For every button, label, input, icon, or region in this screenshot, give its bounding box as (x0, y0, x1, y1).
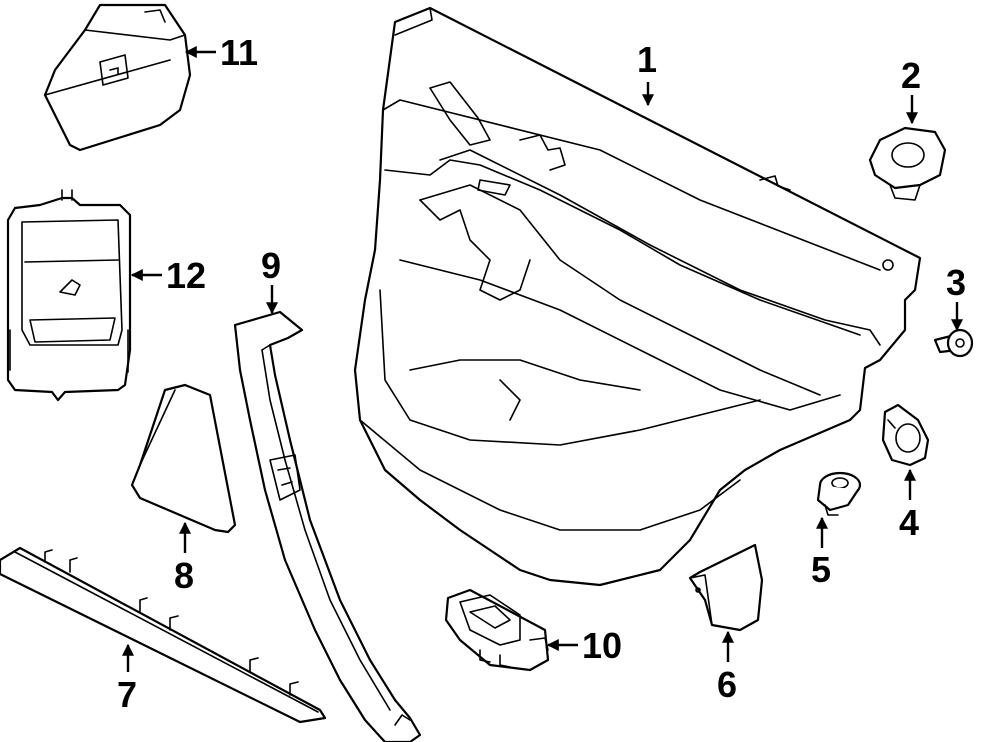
cap-part (868, 126, 947, 201)
door-trim-panel-part (353, 6, 922, 587)
clip-part-5 (816, 471, 862, 516)
callout-1: 1 (637, 39, 657, 80)
lower-trim-strip-part (0, 546, 327, 724)
callout-8: 8 (174, 555, 194, 596)
callout-10: 10 (582, 625, 622, 666)
pillar-trim-part (233, 310, 422, 742)
triangle-trim-part (130, 383, 237, 534)
callout-2: 2 (901, 55, 921, 96)
callout-3: 3 (946, 262, 966, 303)
switch-part (444, 588, 550, 672)
callout-9: 9 (261, 245, 281, 286)
switch-module-11-part (43, 3, 192, 152)
trim-cap-part (688, 543, 764, 632)
clip-part-4 (881, 403, 930, 467)
callout-6: 6 (717, 664, 737, 705)
callout-5: 5 (811, 549, 831, 590)
callout-4: 4 (899, 502, 919, 543)
callout-11: 11 (220, 32, 258, 73)
callout-7: 7 (117, 674, 137, 715)
switch-module-12-part (6, 189, 132, 402)
screw-part (933, 328, 974, 358)
callout-12: 12 (166, 255, 206, 296)
